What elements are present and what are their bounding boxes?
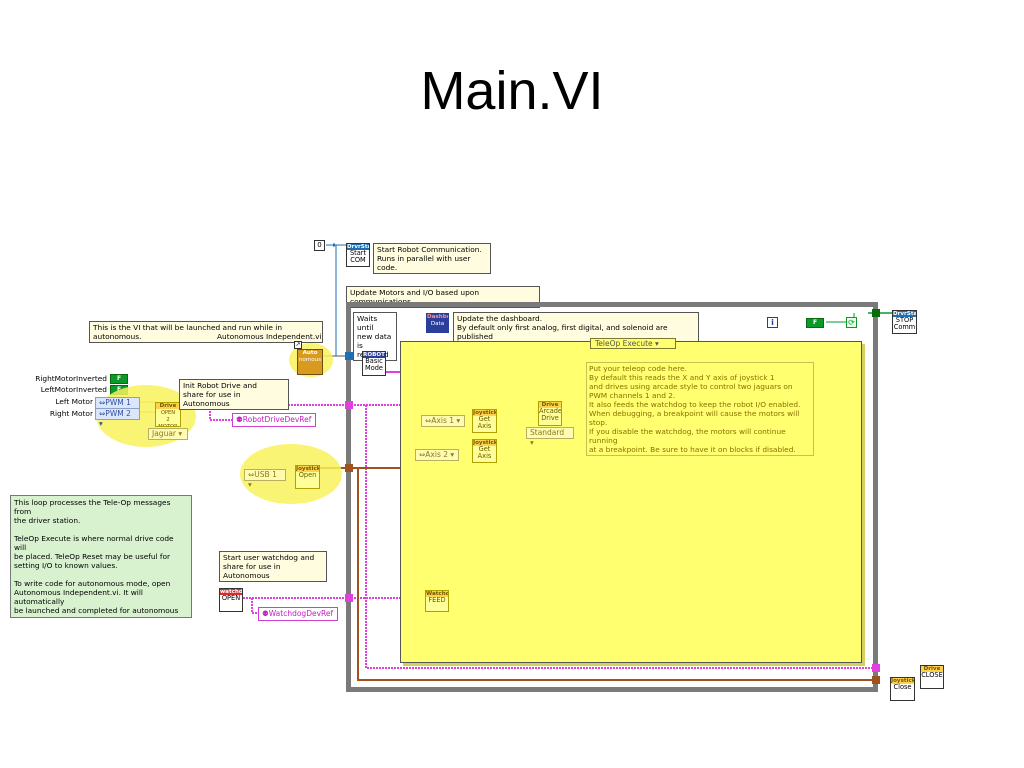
axis2-control[interactable]: ⇔Axis 2 ▾ [415, 449, 459, 461]
subvi-header: Drive [156, 403, 180, 409]
axis2-label: Axis 2 [425, 450, 449, 459]
joystick-get-axis-1-subvi[interactable]: Joystick Get Axis [472, 409, 497, 433]
bool-text: F [116, 375, 122, 382]
while-loop[interactable] [346, 302, 878, 692]
joystick-get-axis-2-subvi[interactable]: Joystick Get Axis [472, 439, 497, 463]
axis1-label: Axis 1 [431, 416, 455, 425]
watchdog-tunnel [345, 594, 353, 602]
autonomous-vi-subvi[interactable]: Auto nomous [297, 349, 323, 375]
joystick-close-subvi[interactable]: Joystick Close [890, 677, 915, 701]
left-motor-label: Left Motor [55, 397, 93, 406]
subvi-text: Data [430, 321, 445, 327]
numeric-constant-value: 0 [317, 241, 322, 249]
subvi-header: Drive [921, 666, 943, 672]
comm-tunnel [345, 352, 353, 360]
right-motor-label: Right Motor [49, 409, 93, 418]
subvi-header: Joystick [473, 440, 497, 446]
jaguar-label: Jaguar [152, 429, 177, 438]
autonomous-vi-note: This is the VI that will be launched and… [89, 321, 323, 343]
info-icon[interactable]: i [767, 317, 778, 328]
watchdog-feed-subvi[interactable]: Watchdog FEED [425, 590, 449, 612]
jaguar-control[interactable]: Jaguar ▾ [148, 428, 188, 440]
case-selector-label: TeleOp Execute [595, 339, 653, 348]
robot-basic-mode-subvi[interactable]: ROBOT Basic Mode [362, 351, 386, 376]
subvi-header: Drive [539, 402, 561, 408]
subvi-header: Joystick [296, 466, 320, 472]
subvi-header: watchdog [220, 589, 243, 595]
right-motor-inverted-label: RightMotorInverted [35, 374, 107, 383]
vi-reference-icon: ↗ [294, 341, 302, 349]
subvi-header: ROBOT [363, 352, 385, 358]
pwm2-label: PWM 2 [105, 409, 131, 418]
subvi-text: FEED [428, 596, 446, 604]
standard-label: Standard [530, 428, 565, 437]
start-comm-note: Start Robot Communication. Runs in paral… [373, 243, 491, 274]
standard-control[interactable]: Standard ▾ [526, 427, 574, 447]
teleop-case-structure[interactable] [400, 341, 862, 663]
joystick-open-subvi[interactable]: Joystick Open [295, 465, 320, 489]
teleop-code-note: Put your teleop code here. By default th… [586, 362, 814, 456]
case-selector[interactable]: TeleOp Execute ▾ [590, 338, 676, 349]
subvi-header: Dashbd [427, 314, 449, 320]
robot-drive-devref[interactable]: ⚉RobotDriveDevRef [232, 413, 316, 427]
subvi-text: Close [893, 683, 912, 691]
init-robot-drive-note: Init Robot Drive and share for use in Au… [179, 379, 289, 410]
drive-open-subvi[interactable]: Drive OPEN 2 MOTOR [155, 402, 181, 427]
watchdog-open-subvi[interactable]: watchdog OPEN [219, 588, 243, 612]
stop-tunnel [872, 309, 880, 317]
right-motor-inverted-constant[interactable]: F [110, 374, 128, 384]
dashboard-data-subvi[interactable]: Dashbd Data [426, 313, 449, 333]
joystick-tunnel [345, 464, 353, 472]
drive-close-subvi[interactable]: Drive CLOSE [920, 665, 944, 689]
subvi-header: Joystick [473, 410, 497, 416]
subvi-text: Start COM [349, 249, 367, 264]
subvi-header: DrvrSta [347, 244, 370, 250]
bool-text: F [812, 319, 818, 326]
subvi-header: Auto [302, 350, 318, 356]
watchdog-start-note: Start user watchdog and share for use in… [219, 551, 327, 582]
drvsta-stop-comm-subvi[interactable]: DrvrSta STOP Comm [892, 310, 917, 334]
info-icon-glyph: i [771, 318, 774, 327]
drvsta-start-com-subvi[interactable]: DrvrSta Start COM [346, 243, 370, 267]
watchdog-devref[interactable]: ⚉WatchdogDevRef [258, 607, 338, 621]
numeric-constant: 0 [314, 240, 325, 251]
subvi-text: Basic Mode [365, 357, 383, 372]
teleop-loop-note: This loop processes the Tele-Op messages… [10, 495, 192, 618]
usb1-control[interactable]: ⇔USB 1 ▾ [244, 469, 286, 489]
subvi-text: OPEN [221, 594, 241, 602]
pwm2-control[interactable]: ⇔PWM 2 ▾ [95, 408, 140, 428]
loop-condition-icon[interactable]: ⟳ [846, 317, 857, 328]
subvi-header: Joystick [891, 678, 915, 684]
pwm1-label: PWM 1 [105, 398, 131, 407]
subvi-header: Watchdog [426, 591, 449, 597]
axis1-control[interactable]: ⇔Axis 1 ▾ [421, 415, 465, 427]
drive-out-tunnel [872, 664, 880, 672]
slide-title: Main.VI [420, 61, 604, 121]
watchdog-devref-label: WatchdogDevRef [268, 609, 334, 618]
robot-drive-tunnel [345, 401, 353, 409]
subvi-text: Arcade Drive [539, 407, 562, 422]
robot-drive-devref-label: RobotDriveDevRef [242, 415, 312, 424]
subvi-text: Get Axis [477, 415, 492, 430]
joystick-out-tunnel [872, 676, 880, 684]
stop-false-constant: F [806, 318, 824, 328]
subvi-header: DrvrSta [893, 311, 917, 317]
autonomous-vi-name: Autonomous Independent.vi [217, 332, 322, 341]
subvi-text: Open [298, 471, 317, 479]
left-motor-inverted-label: LeftMotorInverted [40, 385, 107, 394]
subvi-text: OPEN 2 MOTOR [158, 410, 178, 427]
arcade-drive-subvi[interactable]: Drive Arcade Drive [538, 401, 562, 426]
subvi-text: Get Axis [477, 445, 492, 460]
subvi-text: STOP Comm [893, 316, 916, 331]
subvi-text: CLOSE [921, 671, 943, 679]
subvi-text: nomous [298, 357, 322, 363]
usb1-label: USB 1 [254, 470, 277, 479]
